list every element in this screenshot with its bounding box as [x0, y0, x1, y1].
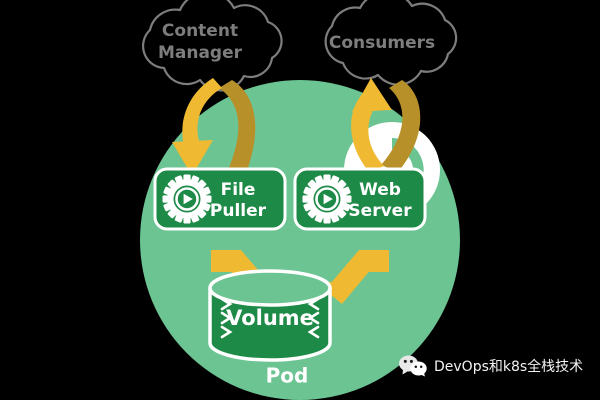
- container-web-server[interactable]: Web Server: [293, 167, 427, 231]
- cloud-consumers: Consumers: [324, 0, 458, 86]
- volume-hatch-left: [220, 297, 233, 339]
- volume-body: [208, 286, 332, 362]
- container-file-puller-label-line1: File: [221, 180, 256, 200]
- container-web-server-label-line2: Server: [348, 201, 412, 221]
- volume-top: [208, 269, 332, 307]
- arrow-front-strand: [182, 78, 222, 152]
- arrow-tail-notch: [359, 250, 389, 272]
- cloud-content-manager-label-line2: Manager: [158, 43, 243, 63]
- volume-hatch-right: [307, 297, 320, 339]
- cloud-content-manager-label-line1: Content: [162, 21, 238, 41]
- arrow-head: [352, 78, 392, 112]
- cloud-shape: [324, 0, 458, 86]
- volume-label: Volume: [226, 306, 314, 330]
- arrow-tail-notch: [211, 250, 241, 272]
- arrow-head: [172, 140, 213, 175]
- watermark-text: DevOps和k8s全栈技术: [434, 359, 584, 375]
- container-file-puller[interactable]: File Puller: [153, 167, 287, 231]
- cloud-content-manager: Content Manager: [141, 0, 283, 92]
- container-file-puller-label-line2: Puller: [210, 201, 267, 221]
- arrow-back-strand: [381, 80, 421, 172]
- cloud-consumers-label-line1: Consumers: [329, 33, 435, 53]
- arrow-web-server-to-consumers: [351, 78, 421, 172]
- wechat-icon: [399, 355, 427, 377]
- cloud-shape: [141, 0, 283, 92]
- gear-play-icon: [302, 174, 352, 224]
- container-web-server-label-line1: Web: [359, 180, 401, 200]
- watermark: DevOps和k8s全栈技术: [398, 352, 583, 380]
- arrow-back-strand: [219, 80, 256, 175]
- pod-label: Pod: [266, 364, 309, 388]
- arrow-content-manager-to-file-puller: [172, 78, 256, 175]
- gear-play-icon: [162, 174, 212, 224]
- volume-cylinder: Volume: [208, 269, 332, 362]
- arrow-front-strand: [351, 92, 384, 172]
